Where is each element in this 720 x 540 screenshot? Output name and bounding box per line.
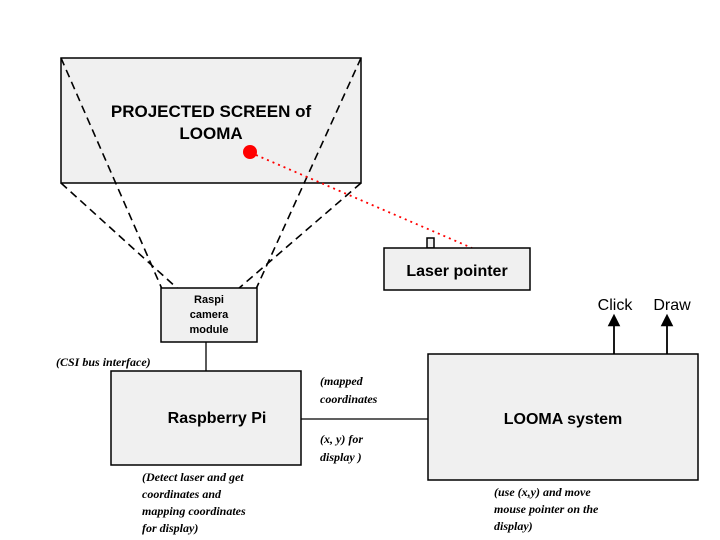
camera-module-label-line1: Raspi [194, 294, 224, 306]
pi-note-line3: mapping coordinates [142, 504, 246, 518]
projection-line-inner-left [60, 182, 179, 290]
draw-label: Draw [653, 297, 691, 314]
projection-line-outer-right [255, 57, 362, 290]
projection-line-inner-right [237, 182, 362, 290]
camera-module-label-line2: camera [190, 309, 229, 321]
pi-note-line2: coordinates and [142, 487, 222, 501]
raspberry-pi-label: Raspberry Pi [168, 410, 267, 427]
looma-note-line3: display) [494, 519, 533, 533]
laser-pointer-box [383, 247, 531, 291]
laser-beam [255, 154, 473, 249]
laser-dot [243, 145, 257, 159]
link-note-line2: coordinates [320, 392, 378, 406]
laser-pointer-tip [426, 237, 435, 249]
projected-screen-title-line1: PROJECTED SCREEN of [111, 102, 312, 121]
laser-pointer-label: Laser pointer [406, 263, 507, 280]
link-note-line1: (mapped [320, 374, 364, 388]
projection-line-outer-left [60, 57, 163, 290]
looma-system-label: LOOMA system [504, 411, 623, 428]
link-note-line4: display ) [320, 450, 362, 464]
click-label: Click [598, 297, 634, 314]
pi-note-line4: for display) [142, 521, 198, 535]
camera-module-box [160, 287, 258, 343]
raspberry-pi-box [110, 370, 302, 466]
looma-note-line2: mouse pointer on the [494, 502, 599, 516]
looma-note-line1: (use (x,y) and move [494, 485, 591, 499]
camera-module-label-line3: module [189, 324, 228, 336]
projected-screen-title-line2: LOOMA [179, 124, 242, 143]
link-note-line3: (x, y) for [320, 432, 363, 446]
pi-note-line1: (Detect laser and get [142, 470, 244, 484]
csi-bus-label: (CSI bus interface) [56, 355, 151, 369]
projected-screen-box [60, 57, 362, 184]
looma-system-box [427, 353, 699, 481]
